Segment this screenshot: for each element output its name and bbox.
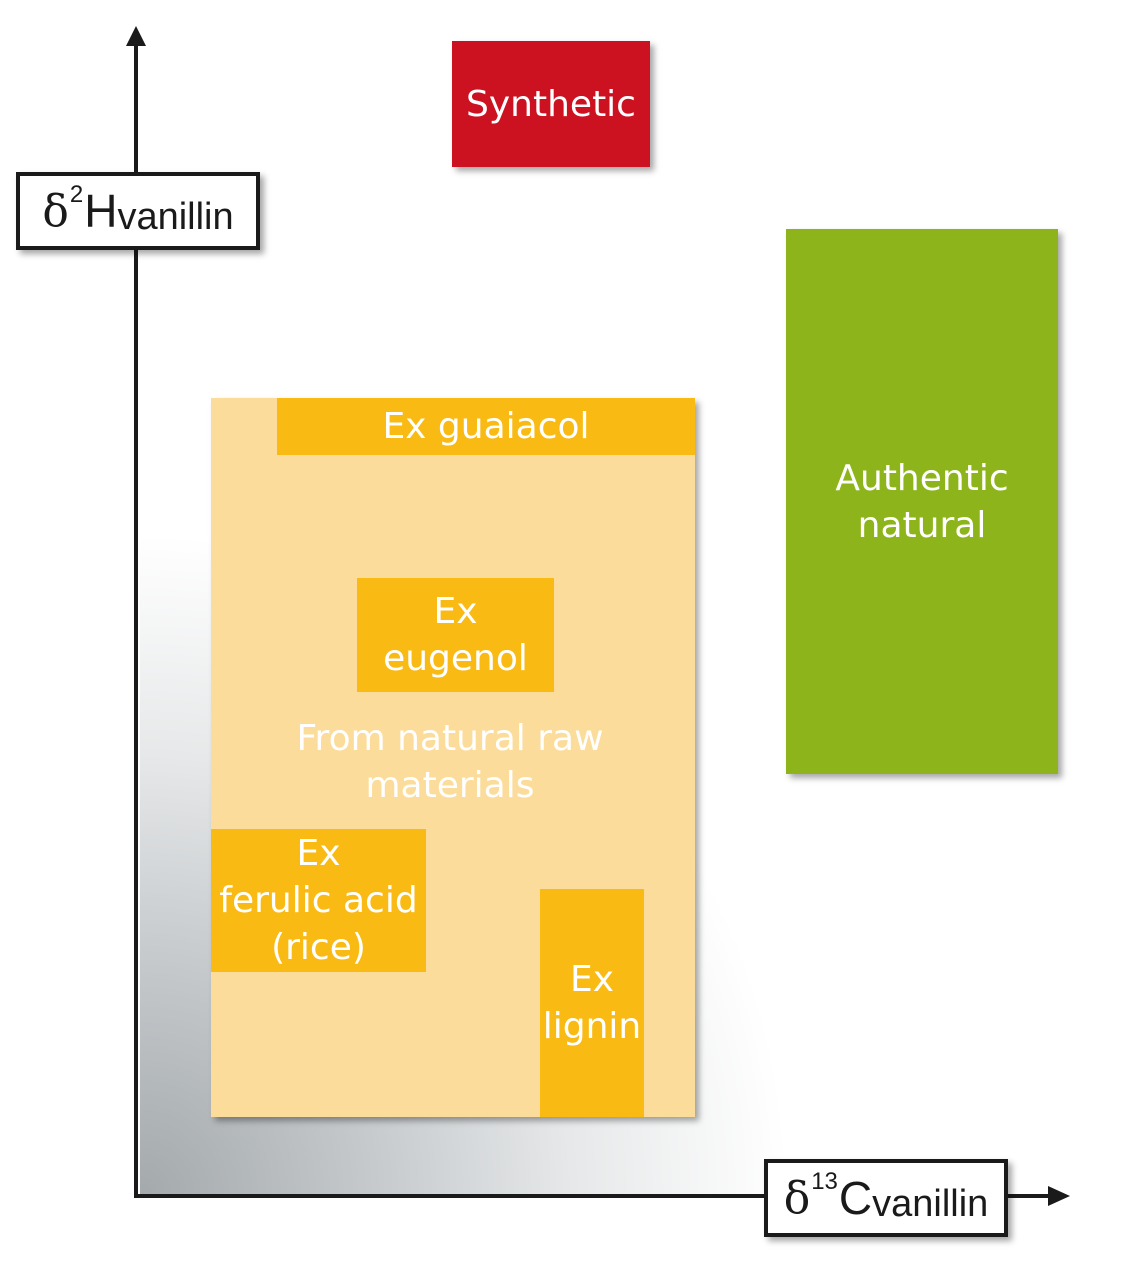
region-ex-ferulic-acid: Ex ferulic acid (rice) xyxy=(211,829,426,972)
region-ex-eugenol: Ex eugenol xyxy=(357,578,554,692)
x-axis-arrow-icon xyxy=(1048,1186,1070,1206)
isotope-superscript: 13 xyxy=(811,1168,838,1195)
region-authentic-natural: Authentic natural xyxy=(786,229,1058,774)
region-label-from-natural-raw-materials: From natural raw materials xyxy=(296,718,604,806)
element-symbol: C xyxy=(838,1172,873,1224)
y-axis-line xyxy=(134,40,138,1198)
region-ex-guaiacol: Ex guaiacol xyxy=(277,398,695,455)
region-synthetic: Synthetic xyxy=(452,41,650,167)
region-ex-lignin: Ex lignin xyxy=(540,889,644,1117)
element-symbol: H xyxy=(84,185,118,237)
x-axis-line xyxy=(134,1194,1052,1198)
delta-symbol: δ xyxy=(783,1172,811,1224)
delta-symbol: δ xyxy=(42,185,69,237)
compound-subscript: vanillin xyxy=(117,195,234,238)
isotope-superscript: 2 xyxy=(69,181,84,208)
compound-subscript: vanillin xyxy=(872,1182,989,1225)
y-axis-arrow-icon xyxy=(126,26,146,46)
